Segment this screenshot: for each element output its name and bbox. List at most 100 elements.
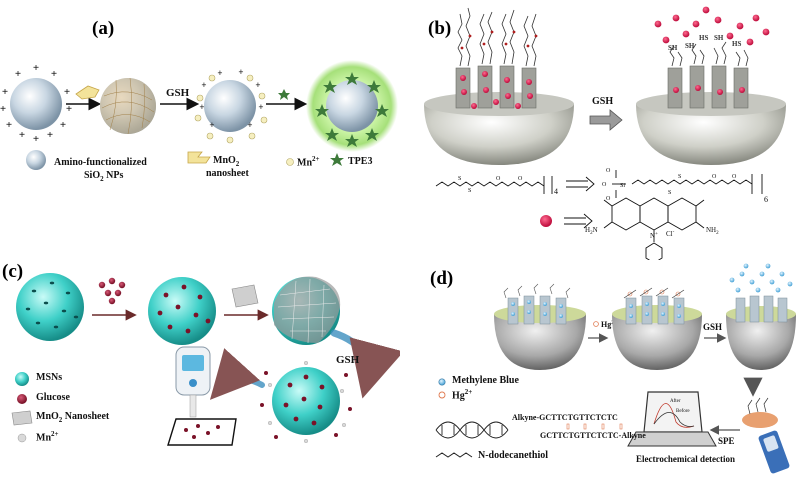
svg-text:SH: SH [685, 42, 695, 50]
dye-n-plus: N+ [650, 232, 658, 240]
legend-glucose-icon [17, 394, 27, 404]
gsh-arrow-b [589, 109, 623, 131]
strip-glucose [184, 424, 220, 439]
hg-capped-sphere [612, 287, 702, 370]
svg-text:S: S [458, 176, 461, 182]
svg-text:+: + [209, 120, 214, 130]
panel-d: (d) Hg2+ [400, 262, 800, 484]
svg-text:+: + [2, 86, 8, 98]
dna-seq-2: GCTTCTGTTCTCTC-Alkyne [540, 431, 646, 440]
legend-mn-icon [286, 158, 294, 166]
legend-mno2-sheet-label: MnO2 Nanosheet [36, 411, 110, 424]
legend-mno2-sheet-icon [11, 410, 33, 426]
panel-b-label: (b) [428, 18, 452, 39]
before-label: Before [676, 409, 690, 414]
svg-text:+: + [217, 68, 222, 78]
svg-text:O: O [606, 168, 611, 174]
hg-ion-icon [593, 321, 599, 327]
legend-np-label-2: SiO2 NPs [84, 170, 124, 183]
svg-text:+: + [47, 129, 53, 141]
mb-loaded-sphere [494, 283, 586, 370]
np-with-mn-ions: +++ +++ ++ [194, 67, 268, 144]
laptop [627, 391, 717, 447]
legend-tpe3-icon [330, 153, 344, 166]
test-strip-panel [167, 418, 237, 446]
np-with-tpe3-glow [306, 60, 398, 152]
svg-text:+: + [258, 102, 263, 112]
svg-text:+: + [247, 120, 252, 130]
safranin-dye-structure [603, 197, 705, 260]
legend-mn-label-c: Mn2+ [36, 430, 59, 444]
dye-h2n: H2N [585, 226, 598, 236]
legend-msn-icon [15, 372, 29, 386]
chem-n1: 4 [554, 187, 558, 196]
tpe3-star-a [278, 89, 290, 100]
dye-nh2: NH2 [706, 226, 719, 236]
panel-c-label: (c) [2, 261, 24, 282]
double-arrow-b1 [566, 176, 595, 192]
legend-mn-label: Mn2+ [297, 155, 320, 169]
svg-text:+: + [66, 103, 72, 115]
msn-releasing [260, 360, 352, 443]
legend-np-label: Amino-functionalized [54, 157, 147, 168]
after-label: After [670, 399, 681, 404]
svg-text:+: + [19, 129, 25, 141]
svg-text:SH: SH [668, 44, 678, 52]
disulfide-peg-structure [435, 176, 553, 194]
svg-text:O: O [602, 182, 607, 188]
svg-text:HS: HS [699, 34, 708, 42]
svg-text:HS: HS [732, 40, 741, 48]
svg-text:+: + [64, 86, 70, 98]
svg-text:S: S [668, 190, 671, 196]
legend-mno2-label: MnO2 [213, 155, 240, 168]
legend-hg-icon [438, 391, 446, 399]
svg-text:+: + [60, 119, 66, 131]
svg-text:S: S [678, 174, 681, 180]
panel-c: (c) [0, 255, 400, 484]
silane-peg-structure [612, 170, 763, 198]
svg-text:+: + [0, 103, 6, 115]
panel-d-label: (d) [430, 268, 454, 289]
mno2-sheet-a [75, 85, 100, 100]
svg-text:+: + [51, 68, 57, 80]
svg-text:O: O [712, 174, 717, 180]
svg-text:+: + [33, 62, 39, 74]
msn-bare [16, 273, 84, 341]
thiol-zigzag-icon [435, 452, 473, 458]
gsh-label-c: GSH [336, 354, 360, 366]
dye-cl: Cl- [666, 230, 675, 238]
legend-mno2-icon [187, 151, 211, 164]
legend-thiol-label: N-dodecanethiol [478, 450, 548, 461]
to-meter-arrow [209, 348, 265, 400]
gsh-label-d: GSH [703, 322, 722, 332]
legend-np-icon [26, 150, 46, 170]
legend-mb-icon [438, 378, 446, 386]
cargo-dot-legend [540, 215, 552, 227]
svg-text:+: + [238, 67, 243, 77]
svg-text:+: + [255, 80, 260, 90]
svg-text:O: O [496, 176, 501, 182]
svg-text:+: + [15, 68, 21, 80]
glucose-cluster [98, 277, 126, 305]
dna-seq-1: Alkyne-GCTTCTGTTCTCTC [512, 413, 618, 422]
svg-text:Si: Si [620, 183, 625, 189]
legend-nanosheet-label: nanosheet [206, 168, 249, 179]
hg-pairing-marks [566, 423, 623, 430]
svg-text:S: S [468, 188, 471, 194]
capped-msn [424, 7, 574, 165]
msn-glucose-loaded [148, 277, 216, 345]
opened-sphere-d [726, 263, 796, 370]
panel-b: (b) [400, 0, 800, 260]
svg-text:+: + [201, 80, 206, 90]
gsh-curved-arrow [330, 329, 400, 399]
legend-glucose-label: Glucose [36, 392, 70, 403]
chem-n2: 6 [764, 195, 768, 204]
double-arrow-b2 [564, 213, 593, 229]
svg-text:O: O [732, 174, 737, 180]
amino-silica-np: +++ ++ ++ ++ +++ [0, 62, 72, 145]
spe-label: SPE [718, 436, 735, 446]
legend-msn-label: MSNs [36, 372, 63, 383]
panel-a-label: (a) [92, 18, 115, 39]
mno2-coated-np [100, 77, 156, 135]
electrochemical-detection-label: Electrochemical detection [636, 454, 736, 464]
